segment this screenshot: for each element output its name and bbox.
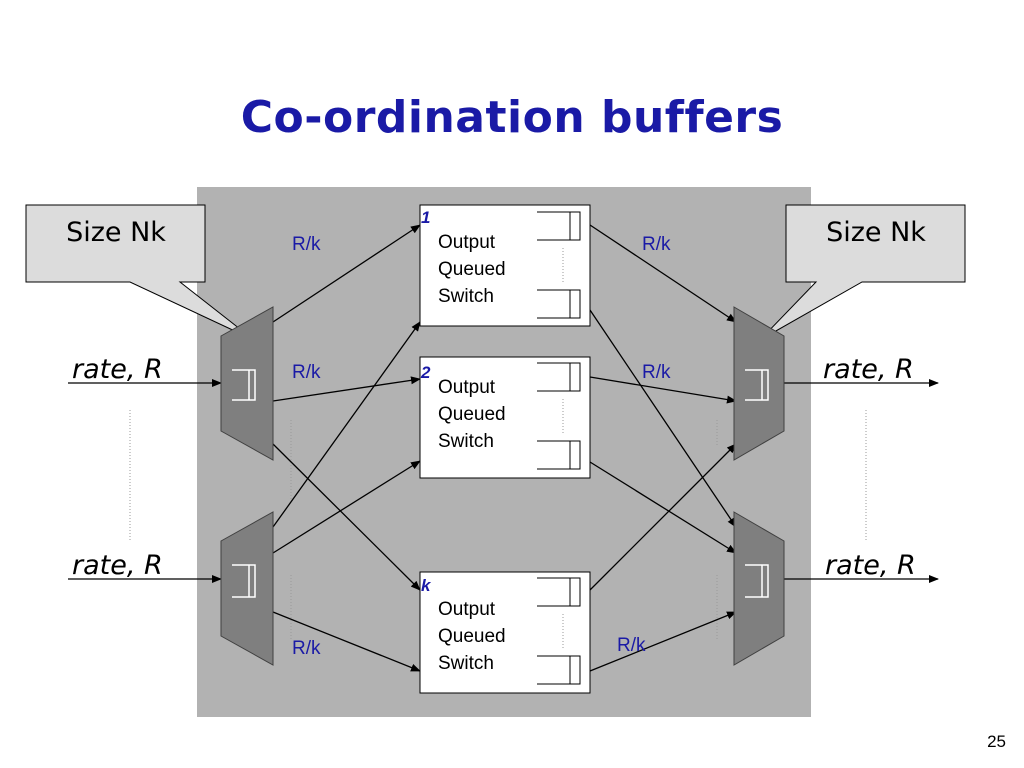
switch-2-label-line1: Output [438, 377, 496, 398]
link-lmux2-switch1 [272, 321, 421, 528]
output-rate-top: rate, R [823, 354, 914, 385]
switch-k-queue-bottom [537, 655, 581, 685]
link-lmux1-switchk [272, 443, 421, 591]
switch-1-label-line2: Queued [438, 259, 506, 280]
switch-1-label-line1: Output [438, 232, 496, 253]
switch-2-number: 2 [420, 363, 431, 382]
switch-k-queue-top [537, 577, 581, 607]
link-switch1-rmux2 [589, 309, 737, 528]
switch-1: 1 Output Queued Switch [419, 204, 591, 327]
switch-1-label-line3: Switch [438, 286, 494, 307]
callout-right: Size Nk [759, 204, 966, 341]
switch-1-queue-bottom [537, 289, 581, 319]
left-multiplexer-top [220, 306, 274, 461]
left-multiplexer-bottom [220, 511, 274, 666]
link-switchk-rmux1 [589, 443, 737, 591]
link-lmux1-switch1 [272, 224, 421, 323]
callout-left: Size Nk [25, 204, 255, 341]
switch-k-number: k [421, 576, 432, 595]
link-rate-right-top: R/k [642, 234, 671, 255]
link-lmux1-switch2 [272, 376, 421, 402]
output-rate-bottom: rate, R [825, 550, 916, 581]
page-number: 25 [987, 732, 1006, 751]
switch-1-queue-top [537, 211, 581, 241]
right-multiplexer-bottom [733, 511, 785, 666]
switch-k-label-line2: Queued [438, 626, 506, 647]
link-switch2-rmux2 [589, 461, 737, 554]
right-multiplexer-top [733, 306, 785, 461]
switch-2-label-line2: Queued [438, 404, 506, 425]
switch-1-number: 1 [421, 208, 430, 227]
switch-k-label-line3: Switch [438, 653, 494, 674]
link-lmux2-switchk [272, 611, 421, 672]
link-lmux2-switch2 [272, 460, 421, 554]
callout-left-text: Size Nk [66, 217, 166, 248]
switch-2-queue-bottom [537, 440, 581, 470]
switch-k-label-line1: Output [438, 599, 496, 620]
link-switch1-rmux1 [589, 224, 737, 323]
callout-right-text: Size Nk [826, 217, 926, 248]
switch-k: k Output Queued Switch [419, 571, 591, 694]
input-rate-top: rate, R [72, 354, 163, 385]
link-switchk-rmux2 [589, 611, 737, 672]
link-rate-left-mid: R/k [292, 362, 321, 383]
switch-2-queue-top [537, 362, 581, 392]
link-rate-left-top: R/k [292, 234, 321, 255]
link-rate-right-mid: R/k [642, 362, 671, 383]
link-switch2-rmux1 [589, 376, 737, 404]
input-rate-bottom: rate, R [72, 550, 163, 581]
link-rate-right-bottom: R/k [617, 635, 646, 656]
link-rate-left-bottom: R/k [292, 638, 321, 659]
switch-2: 2 Output Queued Switch [419, 356, 591, 479]
slide-title: Co-ordination buffers [240, 92, 784, 143]
switch-2-label-line3: Switch [438, 431, 494, 452]
